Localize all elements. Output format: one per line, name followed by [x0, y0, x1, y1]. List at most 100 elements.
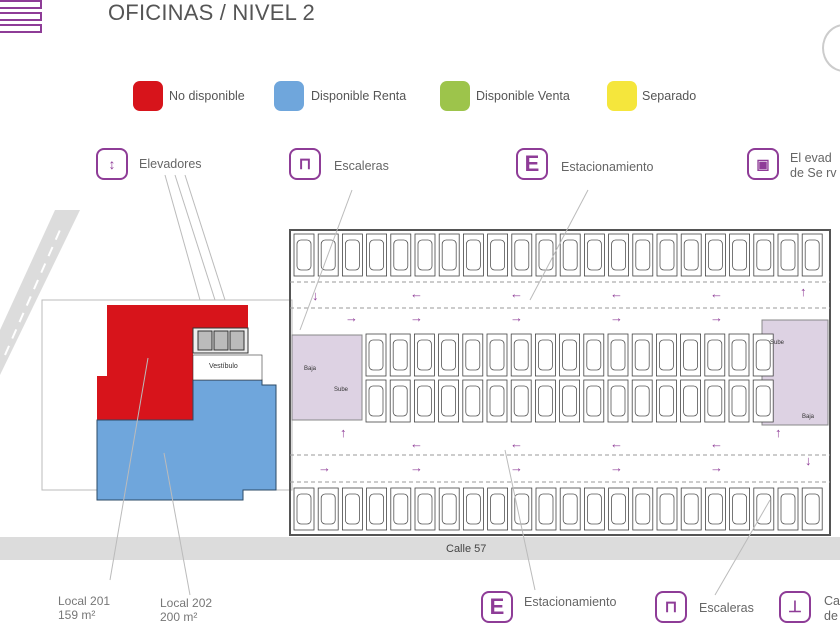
parking-stall [414, 233, 436, 277]
unit-local-202 [96, 379, 277, 501]
traffic-arrow-icon: → [345, 310, 358, 325]
parking-stall [559, 379, 580, 423]
unit-area: 159 m² [58, 608, 96, 622]
ramp-label: Ca [824, 594, 840, 608]
traffic-arrow-icon: ← [410, 436, 423, 451]
parking-stall [341, 233, 363, 277]
parking-stall [438, 379, 460, 423]
ramp-up-label: Sube [770, 340, 785, 346]
parking-stall [535, 487, 557, 531]
parking-icon: E [516, 148, 548, 180]
parking-label: Estacionamiento [561, 160, 654, 174]
elevator-icon: ↕ [96, 148, 128, 180]
parking-stall [729, 233, 750, 277]
stairs-label: Escaleras [699, 601, 754, 615]
parking-stall [705, 233, 726, 277]
parking-stall [462, 233, 484, 277]
legend-swatch-separado [607, 81, 637, 111]
parking-stall [462, 487, 484, 531]
legend-label: Disponible Renta [311, 89, 407, 103]
service-elevator-label: de Se rv [790, 166, 837, 180]
parking-stall [753, 233, 775, 277]
legend-swatch-no-disponible [133, 81, 163, 111]
parking-stall [777, 487, 799, 531]
parking-stall [341, 487, 363, 531]
traffic-arrow-icon: → [610, 460, 623, 475]
unit-name: Local 202 [160, 596, 213, 610]
ramp-up-label: Sube [334, 387, 349, 393]
parking-stall [487, 487, 509, 531]
traffic-arrow-icon: ↓ [805, 453, 812, 468]
parking-stall [680, 487, 702, 531]
parking-stall [583, 379, 605, 423]
parking-icon: E [481, 591, 513, 623]
parking-stall [752, 333, 774, 377]
traffic-arrow-icon: → [318, 460, 331, 475]
parking-stall [317, 487, 339, 531]
parking-stall [631, 379, 653, 423]
parking-stall [752, 379, 774, 423]
parking-stall [632, 487, 654, 531]
parking-stall [462, 333, 484, 377]
parking-stall [584, 233, 605, 277]
parking-stall [293, 233, 315, 277]
stair-ramp-left [291, 334, 363, 421]
traffic-arrow-icon: → [710, 460, 723, 475]
traffic-arrow-icon: ← [710, 436, 723, 451]
ramp-down-label: Baja [802, 414, 815, 420]
parking-stall [438, 487, 460, 531]
parking-stall [705, 487, 726, 531]
legend-swatch-disponible-venta [440, 81, 470, 111]
parking-stall [390, 233, 412, 277]
parking-label: Estacionamiento [524, 595, 617, 609]
traffic-arrow-icon: ← [410, 286, 423, 301]
parking-stall [656, 233, 678, 277]
parking-stall [510, 333, 532, 377]
traffic-arrow-icon: → [410, 460, 423, 475]
parking-stall [680, 379, 701, 423]
parking-stall [390, 487, 412, 531]
parking-stall [365, 379, 387, 423]
traffic-arrow-icon: → [510, 310, 523, 325]
parking-stall [365, 333, 387, 377]
parking-stall [607, 379, 629, 423]
legend-label: Separado [642, 89, 697, 103]
parking-stall [366, 233, 388, 277]
vestibule-label: Vestíbulo [209, 363, 238, 370]
parking-stall [704, 379, 726, 423]
ramp-label: de [824, 609, 838, 623]
parking-stall [801, 233, 823, 277]
parking-stall [704, 333, 726, 377]
traffic-arrow-icon: ↓ [312, 288, 319, 303]
service-elevator-label: El evad [790, 151, 832, 165]
parking-stall [413, 333, 435, 377]
side-road [0, 210, 80, 375]
street-band [0, 537, 840, 560]
traffic-arrow-icon: ← [610, 286, 623, 301]
service-elevator-icon: ▣ [747, 148, 779, 180]
traffic-arrow-icon: ← [610, 436, 623, 451]
parking-stall [486, 379, 508, 423]
traffic-arrow-icon: ← [710, 286, 723, 301]
traffic-arrow-icon: ↑ [775, 425, 782, 440]
parking-stall [607, 333, 629, 377]
hamburger-menu-icon[interactable] [0, 0, 42, 33]
ramp-down-label: Baja [304, 366, 317, 372]
parking-stall [438, 333, 460, 377]
parking-stall [608, 487, 629, 531]
unit-area: 200 m² [160, 610, 198, 624]
unit-name: Local 201 [58, 594, 111, 608]
traffic-arrow-icon: ↑ [800, 284, 807, 299]
parking-stall [584, 487, 605, 531]
parking-stall [559, 487, 581, 531]
parking-stall [413, 379, 435, 423]
traffic-arrow-icon: → [610, 310, 623, 325]
parking-stall [511, 233, 533, 277]
parking-stall [632, 233, 654, 277]
parking-stall [293, 487, 315, 531]
elevators-label: Elevadores [139, 157, 202, 171]
traffic-arrow-icon: → [410, 310, 423, 325]
